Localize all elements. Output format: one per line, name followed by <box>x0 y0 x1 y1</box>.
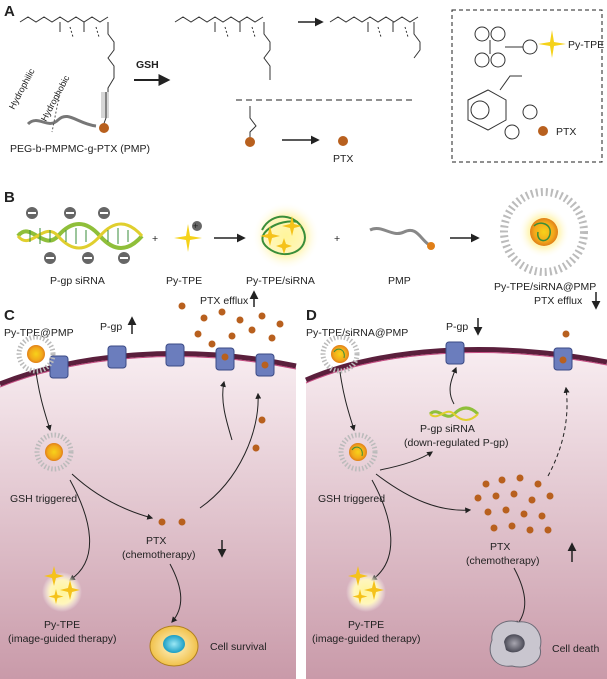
d-downreg-label: (down-regulated P-gp) <box>404 437 508 449</box>
plus-sign-2: + <box>334 233 340 245</box>
d-chemo-label: (chemotherapy) <box>466 555 540 567</box>
c-ptx-dot-1 <box>158 518 166 526</box>
d-sirna-release-arrow <box>379 451 433 471</box>
c-gsh-label: GSH triggered <box>10 493 77 505</box>
pmp-label: PMP <box>388 275 411 287</box>
c-ptx-label: PTX <box>146 535 166 547</box>
c-membrane <box>0 351 297 387</box>
plus-sign-1: + <box>152 233 158 245</box>
final-label: Py-TPE/siRNA@PMP <box>494 281 596 293</box>
c-nanoparticle-outside <box>16 334 56 374</box>
c-pytpe-arrow <box>69 479 90 581</box>
c-image-label: (image-guided therapy) <box>8 633 117 645</box>
c-pytpe-stars <box>42 566 82 612</box>
d-pytpe-stars <box>346 566 386 612</box>
d-sirna-label: P-gp siRNA <box>420 423 475 435</box>
d-nanoparticle-outside <box>320 334 360 374</box>
panel-b: B P-gp siRNA + + Py-TPE Py-TPE/siRNA + <box>4 188 596 293</box>
d-outcome-label: Cell death <box>552 643 599 655</box>
panel-d: D Py-TPE/siRNA@PMP P-gp PTX efflux <box>305 292 607 679</box>
c-pump-arrow <box>220 380 233 441</box>
hydrophilic-label: Hydrophilic <box>7 66 37 110</box>
ptx-structure <box>467 75 538 140</box>
ptx-free-dot <box>338 136 348 146</box>
c-nano-label: Py-TPE@PMP <box>4 327 74 339</box>
final-nanoparticle <box>500 188 588 276</box>
d-gsh-label: GSH triggered <box>318 493 385 505</box>
d-ptx-cluster <box>474 474 554 534</box>
panel-c: C Py-TPE@PMP P-gp PTX efflux <box>0 290 297 679</box>
pmp-caption: PEG-b-PMPMC-g-PTX (PMP) <box>10 143 150 155</box>
panel-a: A Hydrophilic Hydrophobic PEG-b-PMPMC-g-… <box>4 3 604 165</box>
polymer-structure-2 <box>174 16 416 140</box>
c-outcome-label: Cell survival <box>210 641 267 653</box>
sirna-label: P-gp siRNA <box>50 275 105 287</box>
d-efflux-label: PTX efflux <box>534 295 583 307</box>
ptx-drug-marker-2 <box>245 137 255 147</box>
positive-charge-sign: + <box>193 221 198 231</box>
polymer-structure-1 <box>19 16 115 127</box>
pytpe-structure <box>474 26 538 68</box>
c-ptx-dot-2 <box>178 518 186 526</box>
divider-line <box>51 91 61 133</box>
c-pgp-pumps <box>49 343 275 379</box>
polymer-structure-3 <box>329 16 421 59</box>
sirna-complex <box>252 202 320 270</box>
d-image-label: (image-guided therapy) <box>312 633 421 645</box>
pmp-chain <box>369 227 429 246</box>
d-sirna-to-pump-arrow <box>449 366 458 405</box>
polymer-chain-sketch <box>26 114 97 128</box>
d-sirna-strand <box>428 406 480 421</box>
ptx-drug-marker <box>99 123 109 133</box>
c-nanoparticle-inside <box>34 432 74 472</box>
c-efflux-label: PTX efflux <box>200 295 249 307</box>
pmp-ptx-dot <box>427 242 435 250</box>
c-surviving-cell <box>149 625 199 667</box>
legend-box <box>451 9 603 163</box>
panel-c-label: C <box>4 307 15 324</box>
ptx-caption: PTX <box>333 153 353 165</box>
d-efflux-ptx-dot <box>562 330 570 338</box>
legend-star-icon <box>538 30 566 58</box>
negative-charge-icons <box>26 207 130 264</box>
positive-charge-icon <box>192 221 202 231</box>
c-efflux-path-arrow <box>199 392 262 509</box>
gsh-label: GSH <box>136 59 159 71</box>
c-ptx-dot-3 <box>258 416 266 424</box>
pytpe-star-icon <box>174 224 202 252</box>
panel-a-label: A <box>4 3 15 20</box>
sirna-helix <box>16 222 144 250</box>
c-membrane-inner <box>0 356 297 388</box>
d-pytpe-arrow <box>371 479 392 581</box>
d-reduced-efflux-arrow <box>547 386 570 477</box>
legend-ptx-dot <box>538 126 548 136</box>
c-efflux-ptx-dots <box>178 302 284 348</box>
c-pgp-label: P-gp <box>100 321 122 333</box>
d-pytpe-label: Py-TPE <box>348 619 384 631</box>
complex-label: Py-TPE/siRNA <box>246 275 315 287</box>
d-ptx-label: PTX <box>490 541 510 553</box>
d-release-arrow <box>375 473 472 514</box>
c-ptx-dot-4 <box>252 444 260 452</box>
d-pgp-pumps <box>445 341 573 371</box>
panel-b-label: B <box>4 189 15 206</box>
d-pgp-label: P-gp <box>446 321 468 333</box>
panel-d-label: D <box>306 307 317 324</box>
c-endocytosis-arrow <box>35 371 52 432</box>
legend-ptx-label: PTX <box>556 126 576 138</box>
pytpe-label: Py-TPE <box>166 275 202 287</box>
d-endocytosis-arrow <box>339 371 356 432</box>
d-dying-cell <box>489 620 542 668</box>
c-release-arrow <box>71 473 154 520</box>
c-pytpe-label: Py-TPE <box>44 619 80 631</box>
c-chemo-label: (chemotherapy) <box>122 549 196 561</box>
c-outcome-arrow <box>169 563 182 623</box>
d-nano-label: Py-TPE/siRNA@PMP <box>306 327 408 339</box>
d-nanoparticle-inside <box>338 432 378 472</box>
legend-pytpe-label: Py-TPE <box>568 39 604 51</box>
